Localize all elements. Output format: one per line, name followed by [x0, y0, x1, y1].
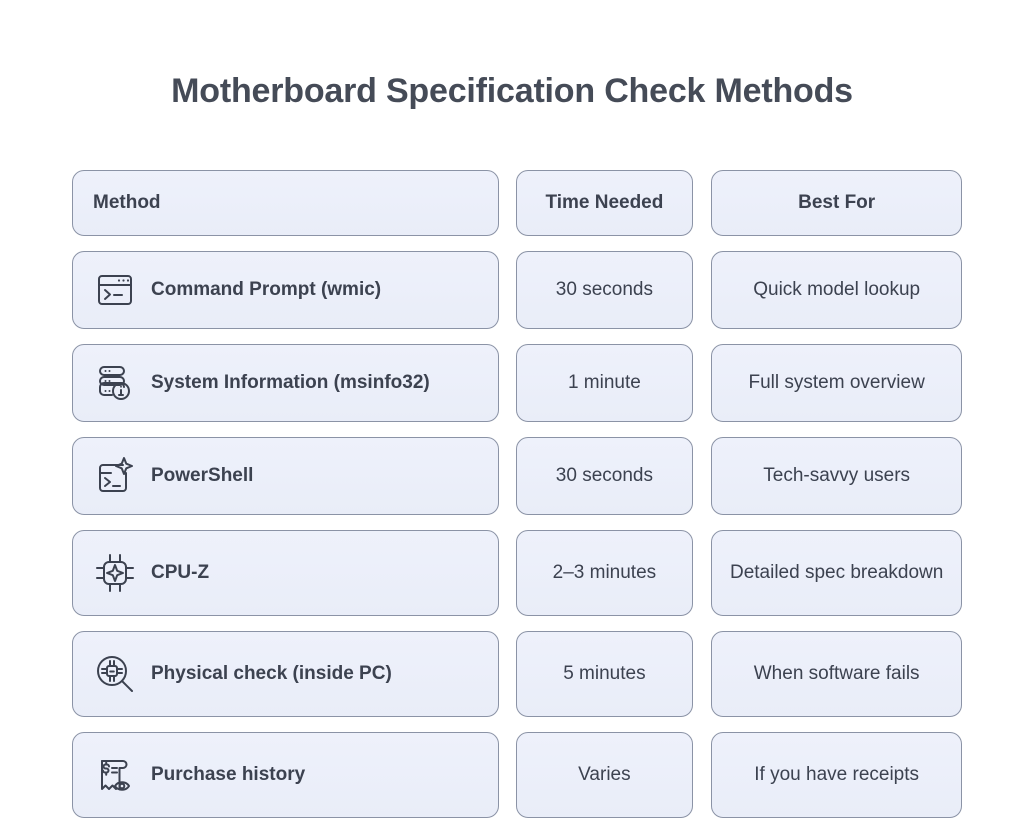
header-cell-best-for: Best For — [711, 170, 963, 236]
magnifier-chip-icon — [93, 652, 137, 696]
table-row: PowerShell 30 seconds Tech-savvy users — [72, 437, 963, 515]
method-label: Physical check (inside PC) — [151, 663, 392, 685]
cell-method: System Information (msinfo32) — [72, 344, 499, 422]
receipt-eye-icon — [93, 753, 137, 797]
cell-best-for: When software fails — [711, 631, 963, 717]
best-for-value: Full system overview — [748, 372, 925, 394]
header-label-method: Method — [93, 192, 161, 213]
terminal-sparkle-icon — [93, 454, 137, 498]
time-needed-value: 30 seconds — [555, 279, 653, 301]
cell-time-needed: 2–3 minutes — [515, 530, 694, 616]
cell-method: CPU-Z — [72, 530, 499, 616]
cell-method: Physical check (inside PC) — [72, 631, 499, 717]
cell-best-for: Tech-savvy users — [711, 437, 963, 515]
cell-method: Command Prompt (wmic) — [72, 251, 499, 329]
method-label: CPU-Z — [151, 562, 210, 584]
cell-time-needed: 5 minutes — [515, 631, 694, 717]
table-row: System Information (msinfo32) 1 minute F… — [72, 344, 963, 422]
best-for-value: Quick model lookup — [753, 279, 921, 301]
cell-time-needed: 1 minute — [515, 344, 694, 422]
header-cell-time-needed: Time Needed — [515, 170, 694, 236]
cell-time-needed: 30 seconds — [515, 437, 694, 515]
table-row: Physical check (inside PC) 5 minutes Whe… — [72, 631, 963, 717]
time-needed-value: 5 minutes — [563, 663, 646, 685]
cell-best-for: Full system overview — [711, 344, 963, 422]
methods-table: Method Time Needed Best For — [72, 170, 963, 833]
method-label: PowerShell — [151, 465, 254, 487]
table-header-row: Method Time Needed Best For — [72, 170, 963, 236]
time-needed-value: 2–3 minutes — [552, 562, 657, 584]
time-needed-value: Varies — [578, 764, 631, 786]
cell-method: Purchase history — [72, 732, 499, 818]
best-for-value: Detailed spec breakdown — [729, 562, 944, 584]
method-label: Command Prompt (wmic) — [151, 279, 382, 301]
cell-time-needed: Varies — [515, 732, 694, 818]
cpu-chip-sparkle-icon — [93, 551, 137, 595]
terminal-window-icon — [93, 268, 137, 312]
cell-time-needed: 30 seconds — [515, 251, 694, 329]
method-label: System Information (msinfo32) — [151, 372, 430, 394]
page-title: Motherboard Specification Check Methods — [171, 72, 853, 110]
server-stack-info-icon — [93, 361, 137, 405]
table-row: CPU-Z 2–3 minutes Detailed spec breakdow… — [72, 530, 963, 616]
cell-method: PowerShell — [72, 437, 499, 515]
header-cell-method: Method — [72, 170, 499, 236]
best-for-value: If you have receipts — [754, 764, 920, 786]
table-row: Command Prompt (wmic) 30 seconds Quick m… — [72, 251, 963, 329]
header-label-time-needed: Time Needed — [545, 192, 664, 213]
cell-best-for: Quick model lookup — [711, 251, 963, 329]
best-for-value: When software fails — [753, 663, 920, 685]
time-needed-value: 30 seconds — [555, 465, 653, 487]
cell-best-for: If you have receipts — [711, 732, 963, 818]
cell-best-for: Detailed spec breakdown — [711, 530, 963, 616]
method-label: Purchase history — [151, 764, 306, 786]
time-needed-value: 1 minute — [567, 372, 641, 394]
table-row: Purchase history Varies If you have rece… — [72, 732, 963, 818]
header-label-best-for: Best For — [798, 192, 876, 213]
best-for-value: Tech-savvy users — [763, 465, 911, 487]
